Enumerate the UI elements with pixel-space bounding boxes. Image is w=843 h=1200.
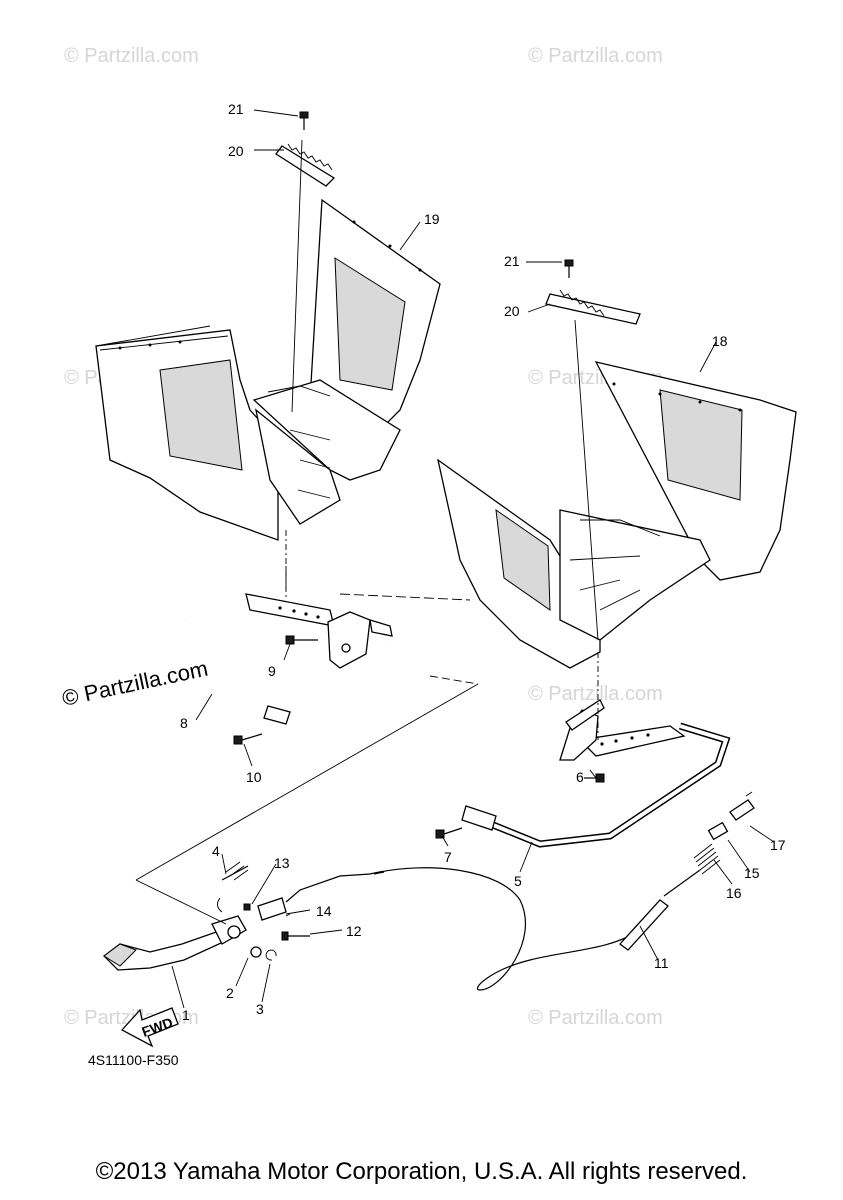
callout-15: 15 xyxy=(744,865,760,881)
right-footrest-18 xyxy=(437,361,797,669)
joint-17 xyxy=(729,791,755,821)
callout-numbers: 21 20 19 21 20 18 9 8 10 6 7 5 4 13 14 1… xyxy=(180,101,786,1023)
callout-21: 21 xyxy=(228,101,244,117)
leader-lines xyxy=(171,109,775,1009)
brake-pedal-1 xyxy=(103,861,310,971)
callout-11: 11 xyxy=(654,955,669,971)
watermark: © Partzilla.com xyxy=(528,683,663,705)
right-rubber-20 xyxy=(545,259,641,641)
callout-21: 21 xyxy=(504,253,520,269)
bolt-10 xyxy=(233,733,263,745)
watermark: © Partzilla.com xyxy=(64,45,199,67)
right-bracket-5 xyxy=(461,652,731,848)
callout-6: 6 xyxy=(576,769,584,785)
callout-9: 9 xyxy=(268,663,276,679)
watermark: © Partzilla.com xyxy=(528,45,663,67)
watermark: © Partzilla.com xyxy=(528,1007,663,1029)
bolt-7 xyxy=(435,827,463,839)
callout-7: 7 xyxy=(444,849,452,865)
left-rubber-20 xyxy=(275,111,336,413)
copyright-footer: ©2013 Yamaha Motor Corporation, U.S.A. A… xyxy=(95,1158,748,1185)
left-footrest-19 xyxy=(95,198,441,541)
callout-17: 17 xyxy=(770,837,786,853)
callout-2: 2 xyxy=(226,985,234,1001)
callout-8: 8 xyxy=(180,715,188,731)
bushing-15 xyxy=(707,821,729,841)
guide-lines xyxy=(135,675,479,925)
callout-20: 20 xyxy=(228,143,244,159)
watermark-bold: © Partzilla.com xyxy=(60,656,210,711)
callout-14: 14 xyxy=(316,903,332,919)
bolt-9 xyxy=(285,635,318,645)
callout-4: 4 xyxy=(212,843,220,859)
callout-19: 19 xyxy=(424,211,440,227)
callout-13: 13 xyxy=(274,855,290,871)
left-bracket-8 xyxy=(176,530,471,725)
callout-1: 1 xyxy=(182,1007,190,1023)
callout-18: 18 xyxy=(712,333,728,349)
brake-cable-11 xyxy=(285,867,701,991)
callout-3: 3 xyxy=(256,1001,264,1017)
callout-16: 16 xyxy=(726,885,742,901)
callout-10: 10 xyxy=(246,769,262,785)
callout-20: 20 xyxy=(504,303,520,319)
callout-5: 5 xyxy=(514,873,522,889)
diagram-code: 4S11100-F350 xyxy=(88,1052,179,1068)
spring-16 xyxy=(693,843,721,875)
callout-12: 12 xyxy=(346,923,362,939)
